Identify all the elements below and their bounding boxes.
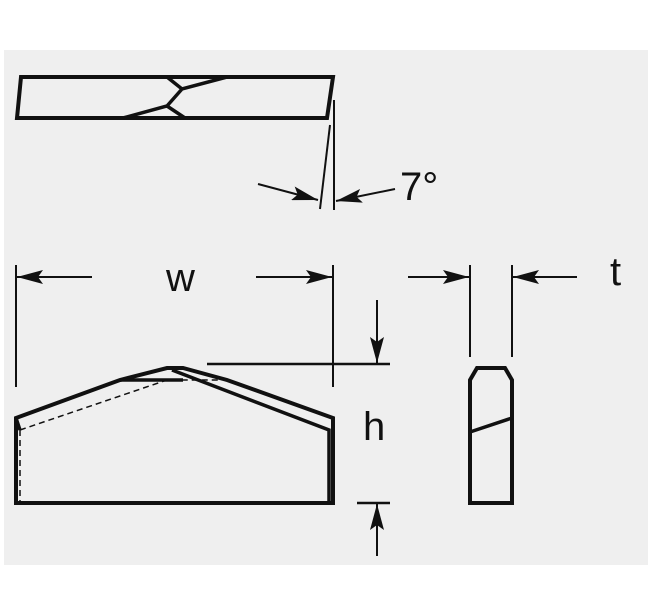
- width-dimension: [15, 265, 334, 387]
- front-view: [14, 366, 335, 505]
- height-dimension: [207, 300, 390, 556]
- width-label: w: [165, 256, 195, 300]
- angle-label: 7°: [400, 165, 438, 209]
- side-view: [468, 366, 514, 505]
- thickness-dimension: [408, 265, 577, 357]
- thickness-label: t: [610, 250, 621, 294]
- height-label: h: [363, 405, 385, 449]
- drawing-background: [4, 50, 648, 565]
- angle-dimension: [257, 100, 396, 210]
- top-view: [14, 75, 336, 120]
